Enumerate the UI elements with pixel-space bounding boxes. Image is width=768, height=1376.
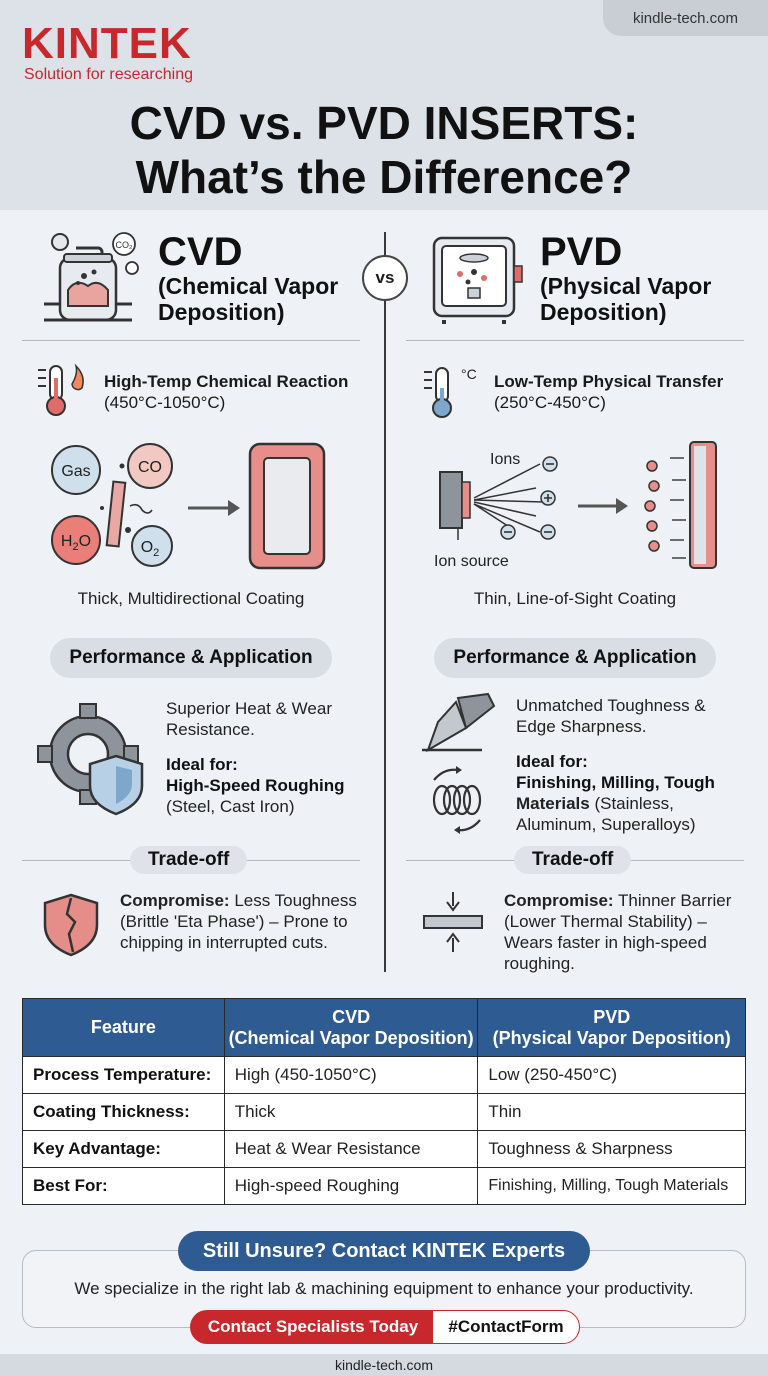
pvd-subtitle-line2: Deposition) (540, 299, 667, 325)
cvd-caption: Thick, Multidirectional Coating (77, 589, 305, 608)
comparison-table: Feature CVD(Chemical Vapor Deposition) P… (22, 998, 746, 1205)
cvd-tradeoff-line2: (Brittle 'Eta Phase') – Prone to (120, 912, 348, 931)
cvd-tradeoff-line1: Compromise: Less Toughness (120, 890, 370, 911)
cvd-ideal-label: Ideal for: (166, 755, 238, 774)
cta-text: We specialize in the right lab & machini… (74, 1279, 694, 1298)
cvd-cell: High (450-1050°C) (223, 1056, 479, 1094)
row-label: Process Temperature: (22, 1056, 225, 1094)
pvd-chamber-icon (432, 236, 523, 324)
pvd-subtitle-line1: (Physical Vapor (540, 273, 712, 299)
cvd-compromise-text: Less Toughness (234, 891, 357, 910)
row-label: Coating Thickness: (22, 1093, 225, 1131)
thermometer-flame-icon (38, 363, 84, 416)
co-label: CO (138, 459, 162, 476)
table-header-row: Feature CVD(Chemical Vapor Deposition) P… (22, 998, 746, 1057)
svg-text:H2O: H2O (61, 533, 91, 553)
pvd-separator (406, 340, 744, 341)
cvd-performance-text: Superior Heat & Wear Resistance. (166, 699, 332, 739)
cvd-cell: Heat & Wear Resistance (223, 1130, 479, 1168)
column-divider (384, 232, 386, 972)
spiral-chip-icon (432, 766, 482, 834)
vs-badge: vs (362, 255, 408, 301)
o2-label-o: O (141, 539, 153, 556)
co2-label: CO₂ (116, 240, 134, 250)
page-title-line1: CVD vs. PVD INSERTS: (129, 97, 639, 149)
cvd-cell: Thick (223, 1093, 479, 1131)
cta-title: Still Unsure? Contact KINTEK Experts (178, 1231, 590, 1271)
cvd-reactor-icon: CO₂ (44, 232, 139, 322)
cvd-ideal-primary: High-Speed Roughing (166, 776, 345, 795)
pvd-compromise-label: Compromise: (504, 891, 614, 910)
cvd-performance-pill: Performance & Application (50, 638, 332, 678)
site-url-tab[interactable]: kindle-tech.com (603, 0, 768, 36)
cvd-subtitle-line2: Deposition) (158, 299, 285, 325)
header-cvd: CVD(Chemical Vapor Deposition) (223, 998, 479, 1057)
pvd-performance-pill: Performance & Application (434, 638, 716, 678)
pvd-ideal-primary: Finishing, Milling, Tough (516, 773, 715, 792)
pvd-tradeoff-pill: Trade-off (514, 846, 632, 874)
gear-shield-icon (37, 703, 144, 816)
pvd-ideal-label: Ideal for: (516, 752, 588, 771)
pvd-performance-line2: Edge Sharpness. (516, 717, 647, 736)
o2-label-2: 2 (153, 547, 159, 559)
cvd-title: CVD (158, 230, 243, 274)
pvd-cell: Low (250-450°C) (477, 1056, 746, 1094)
header-pvd: PVD(Physical Vapor Deposition) (477, 998, 746, 1057)
row-label: Key Advantage: (22, 1130, 225, 1168)
pvd-performance-line1: Unmatched Toughness & (516, 696, 706, 715)
brand-logo: KINTEK (22, 19, 192, 68)
cvd-tradeoff-line3: chipping in interrupted cuts. (120, 933, 328, 952)
pvd-ideal-materials-start: (Stainless, (594, 794, 674, 813)
table-row: Best For: High-speed Roughing Finishing,… (22, 1167, 746, 1205)
pvd-ideal-materials-bold: Materials (516, 794, 590, 813)
pvd-ideal-materials-end: Aluminum, Superalloys) (516, 815, 696, 834)
h2o-label-o: O (79, 533, 91, 550)
celsius-unit: °C (461, 366, 477, 382)
table-row: Coating Thickness: Thick Thin (22, 1093, 746, 1131)
h2o-label-2: 2 (72, 541, 78, 553)
broken-shield-icon (43, 893, 99, 957)
row-label: Best For: (22, 1167, 225, 1205)
pvd-ideal-line2: Materials (Stainless, (516, 793, 674, 814)
table-row: Key Advantage: Heat & Wear Resistance To… (22, 1130, 746, 1168)
brand-tagline: Solution for researching (24, 66, 193, 83)
pvd-cell: Finishing, Milling, Tough Materials (477, 1167, 746, 1205)
cvd-subtitle-line1: (Chemical Vapor (158, 273, 339, 299)
h2o-label-h: H (61, 533, 73, 550)
cvd-tradeoff-pill: Trade-off (130, 846, 248, 874)
pvd-tradeoff-line4: roughing. (504, 954, 575, 973)
header-feature: Feature (22, 998, 225, 1057)
cvd-cell: High-speed Roughing (223, 1167, 479, 1205)
pvd-tradeoff-line2: (Lower Thermal Stability) – (504, 912, 707, 931)
cvd-temp-range: (450°C-1050°C) (104, 393, 226, 412)
pvd-compromise-text: Thinner Barrier (618, 891, 732, 910)
pvd-cell: Thin (477, 1093, 746, 1131)
pvd-caption: Thin, Line-of-Sight Coating (473, 589, 677, 608)
pvd-tradeoff-line3: Wears faster in high-speed (504, 933, 707, 952)
cvd-process-diagram: Gas CO H2O O2 (51, 442, 326, 570)
gas-label: Gas (61, 463, 90, 480)
thin-layer-icon (423, 892, 483, 952)
contact-specialists-button[interactable]: Contact Specialists Today (190, 1310, 436, 1344)
svg-text:O2: O2 (141, 539, 160, 559)
pvd-title: PVD (540, 230, 623, 274)
cvd-compromise-label: Compromise: (120, 891, 230, 910)
pvd-cell: Toughness & Sharpness (477, 1130, 746, 1168)
cvd-temp-heading: High-Temp Chemical Reaction (104, 372, 349, 391)
ion-source-label: Ion source (434, 553, 509, 570)
page-title-line2: What’s the Difference? (135, 151, 633, 203)
pvd-process-diagram: Ions Ion source (434, 441, 717, 570)
ions-label: Ions (490, 451, 520, 468)
contact-form-tag[interactable]: #ContactForm (432, 1310, 580, 1344)
footer-url[interactable]: kindle-tech.com (0, 1354, 768, 1376)
pvd-temp-heading: Low-Temp Physical Transfer (494, 372, 724, 391)
pvd-temp-range: (250°C-450°C) (494, 393, 606, 412)
cutting-tool-icon (422, 692, 496, 753)
table-row: Process Temperature: High (450-1050°C) L… (22, 1056, 746, 1094)
thermometer-cool-icon (424, 367, 452, 418)
cvd-separator (22, 340, 360, 341)
pvd-tradeoff-line1: Compromise: Thinner Barrier (504, 890, 754, 911)
cvd-ideal-materials: (Steel, Cast Iron) (166, 797, 295, 816)
